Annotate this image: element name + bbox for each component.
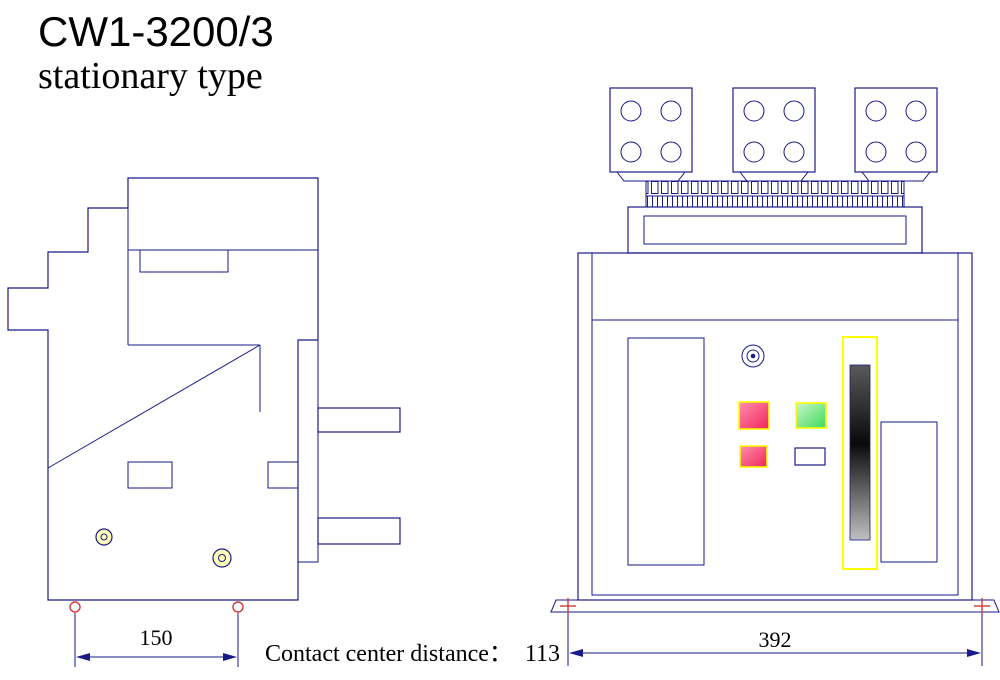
terminal-hatch-band [645,195,905,208]
fastener-center-icon [218,554,226,562]
datum-circle-left [69,601,81,613]
reset-button[interactable] [739,445,768,468]
terminal-riser [297,339,319,563]
terminal-hole-icon [865,141,887,163]
fastener-upper [95,528,113,546]
counter-window [794,447,826,466]
top-cap [627,206,923,254]
front-face-panel [591,319,959,596]
dimension-392-value: 392 [759,627,792,652]
terminal-hole-icon [865,100,887,122]
arrowhead-right-icon [223,653,237,661]
arrowhead-left-icon [569,649,583,657]
knob-inner-ring-icon [746,349,760,363]
terminal-hole-icon [905,100,927,122]
handle-slot [842,336,878,570]
fastener-lower [212,548,232,568]
terminal-hole-icon [743,100,765,122]
terminal-hole-icon [620,141,642,163]
terminal-hole-icon [783,100,805,122]
fastener-ring-icon [95,528,113,546]
datum-cross-left [560,598,576,614]
interlock-plate [139,249,229,273]
terminal-comb-row [645,180,905,197]
body-outline [577,252,973,601]
terminal-pad-body [854,87,938,173]
terminal-pad-body [609,87,693,173]
arrowhead-left-icon [76,653,90,661]
dimension-392: 392 [567,614,983,666]
model-number-label: CW1-3200/3 [38,8,274,55]
lower-terminal-arm [317,517,401,545]
charging-handle[interactable] [849,364,871,541]
contact-center-note: Contact center distance： 113 [265,641,560,667]
terminal-pad-body [732,87,816,173]
base-plate [550,599,1000,613]
front-view: 392 [550,87,1000,666]
top-cap-outer [627,206,923,254]
mechanism-diagonal-line [47,344,261,469]
terminal-neck [738,171,810,182]
contact-center-value: 113 [525,641,560,667]
terminal-hole-icon [743,141,765,163]
on-button[interactable] [795,402,827,429]
terminal-pad-2 [732,87,816,182]
trip-unit-window [880,421,938,563]
off-button[interactable] [738,401,770,430]
secondary-terminal-strip [645,180,905,208]
terminal-pad-1 [609,87,693,182]
fastener-ring-icon [212,548,232,568]
dimension-150: 150 [74,613,239,667]
knob-center-dot-icon [750,353,756,359]
fastener-center-icon [100,533,108,541]
rating-label-window [627,337,705,566]
mounting-notch-right [267,461,299,489]
mounting-notch-left [127,461,173,489]
variant-label: stationary type [38,55,263,97]
terminal-hole-icon [620,100,642,122]
terminal-neck [615,171,687,182]
terminal-hole-icon [660,100,682,122]
side-view: 150 [7,177,401,667]
handle-slot-frame [842,336,878,570]
dimension-150-value: 150 [140,625,173,650]
charge-indicator-knob [741,344,765,368]
terminal-neck [860,171,932,182]
top-cap-inner [643,215,907,245]
knob-outer-ring-icon [741,344,765,368]
terminal-hole-icon [905,141,927,163]
title-block: CW1-3200/3 stationary type [38,8,274,97]
contact-center-label: Contact center distance： [265,641,513,667]
datum-circle-right [232,601,244,613]
terminal-hole-icon [783,141,805,163]
upper-terminal-arm [317,407,401,433]
terminal-hole-icon [660,141,682,163]
datum-cross-right [974,598,990,614]
terminal-pad-3 [854,87,938,182]
side-view-outline [7,177,319,601]
arrowhead-right-icon [967,649,981,657]
